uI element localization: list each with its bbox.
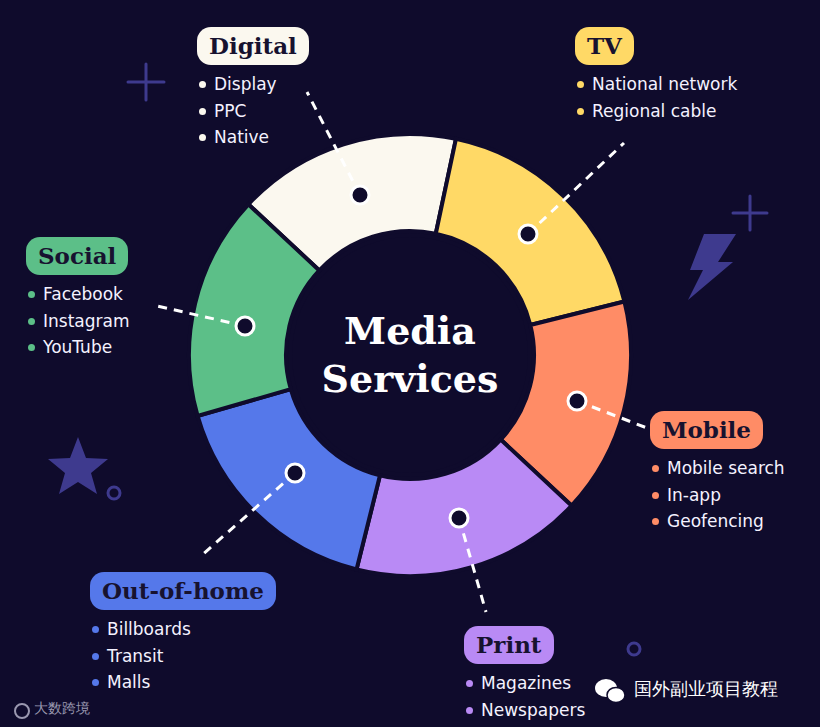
category-callout: PrintMagazinesNewspapers	[464, 626, 585, 723]
category-callout: SocialFacebookInstagramYouTube	[26, 237, 130, 361]
leader-marker	[286, 464, 304, 482]
bullet-item: Geofencing	[650, 508, 785, 535]
bullet-dot	[199, 134, 206, 141]
bullet-text: Instagram	[43, 311, 130, 331]
bullet-item: Transit	[90, 643, 276, 670]
leader-marker	[568, 392, 586, 410]
bullet-text: YouTube	[43, 337, 112, 357]
bullet-dot	[92, 626, 99, 633]
leader-marker	[450, 509, 468, 527]
bullet-item: Malls	[90, 669, 276, 696]
leader-line	[157, 306, 245, 326]
category-callout: MobileMobile searchIn-appGeofencing	[650, 411, 785, 535]
category-pill: Out-of-home	[90, 572, 276, 610]
watermark: 大数跨境	[34, 700, 90, 718]
decorations	[108, 64, 767, 655]
center-circle: Media Services	[292, 237, 528, 473]
bullet-text: Native	[214, 127, 269, 147]
bullet-item: In-app	[650, 482, 785, 509]
bullet-item: Facebook	[26, 281, 130, 308]
bullet-text: Magazines	[481, 673, 571, 693]
bullet-item: Regional cable	[575, 98, 737, 125]
heading-row: Social	[26, 237, 130, 275]
bullet-dot	[28, 291, 35, 298]
heading-row: TV	[575, 27, 737, 65]
center-title: Media Services	[305, 307, 515, 403]
heading-row: Digital	[197, 27, 309, 65]
bullet-dot	[199, 81, 206, 88]
heading-row: Out-of-home	[90, 572, 276, 610]
bullet-dot	[28, 318, 35, 325]
category-pill: Print	[464, 626, 554, 664]
bullet-text: Malls	[107, 672, 150, 692]
bullet-item: YouTube	[26, 334, 130, 361]
category-pill: TV	[575, 27, 634, 65]
leader-lines	[157, 92, 647, 612]
donut-ring	[189, 134, 631, 576]
bullet-dot	[92, 679, 99, 686]
watermark: 国外副业项目教程	[634, 677, 778, 701]
bullet-dot	[652, 492, 659, 499]
bullet-dot	[466, 707, 473, 714]
bullet-item: Instagram	[26, 308, 130, 335]
bullet-text: National network	[592, 74, 737, 94]
leader-line	[577, 401, 647, 428]
leader-marker	[519, 225, 537, 243]
bullet-dot	[92, 653, 99, 660]
ring-dot	[108, 487, 120, 499]
category-pill: Mobile	[650, 411, 763, 449]
bullet-text: Transit	[107, 646, 163, 666]
bullet-text: Billboards	[107, 619, 191, 639]
leader-line	[528, 143, 624, 234]
heading-row: Mobile	[650, 411, 785, 449]
ring-dot	[628, 643, 640, 655]
bullet-dot	[28, 344, 35, 351]
leader-line	[307, 92, 360, 195]
category-pill: Social	[26, 237, 128, 275]
bullet-text: Display	[214, 74, 277, 94]
bullet-text: Facebook	[43, 284, 123, 304]
star	[48, 437, 108, 494]
category-callout: Out-of-homeBillboardsTransitMalls	[90, 572, 276, 696]
bullet-item: PPC	[197, 98, 309, 125]
bullet-dot	[577, 108, 584, 115]
bullet-dot	[652, 465, 659, 472]
bullet-item: Native	[197, 124, 309, 151]
sparkle	[128, 64, 164, 100]
bullet-dot	[577, 81, 584, 88]
bullet-text: In-app	[667, 485, 721, 505]
bullet-text: Mobile search	[667, 458, 785, 478]
sparkle	[733, 196, 767, 230]
bullet-text: Geofencing	[667, 511, 764, 531]
leader-marker	[351, 186, 369, 204]
logo-mark	[15, 704, 29, 718]
category-pill: Digital	[197, 27, 309, 65]
wechat-icon	[595, 679, 625, 703]
bullet-item: Newspapers	[464, 697, 585, 724]
bullet-item: Display	[197, 71, 309, 98]
category-callout: DigitalDisplayPPC Native	[197, 27, 309, 151]
leader-line	[202, 473, 295, 555]
bullet-item: Mobile search	[650, 455, 785, 482]
bullet-item: National network	[575, 71, 737, 98]
category-callout: TV National networkRegional cable	[575, 27, 737, 124]
leader-line	[459, 518, 486, 612]
bullet-dot	[199, 108, 206, 115]
bullet-item: Magazines	[464, 670, 585, 697]
leader-marker	[236, 317, 254, 335]
lightning-bolt	[688, 234, 736, 300]
heading-row: Print	[464, 626, 585, 664]
bullet-dot	[466, 680, 473, 687]
bullet-dot	[652, 518, 659, 525]
bullet-text: Regional cable	[592, 101, 716, 121]
bullet-text: Newspapers	[481, 700, 585, 720]
bullet-text: PPC	[214, 101, 246, 121]
bullet-item: Billboards	[90, 616, 276, 643]
